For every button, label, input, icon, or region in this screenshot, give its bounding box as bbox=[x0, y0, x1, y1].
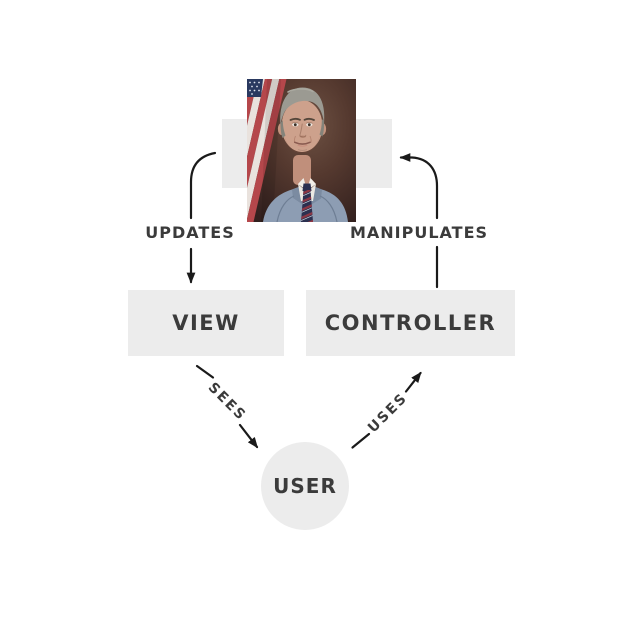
view-node-box: VIEW bbox=[128, 290, 284, 356]
updates-arrow-curve bbox=[189, 151, 217, 220]
controller-node-box: CONTROLLER bbox=[306, 290, 515, 356]
model-portrait-photo-icon bbox=[247, 79, 356, 222]
view-node-label: VIEW bbox=[172, 311, 240, 335]
manipulates-edge-label: MANIPULATES bbox=[349, 223, 489, 242]
manipulates-arrow-curve bbox=[399, 153, 439, 220]
user-node-circle: USER bbox=[261, 442, 349, 530]
controller-node-label: CONTROLLER bbox=[324, 311, 497, 335]
sees-edge-label: SEES bbox=[204, 379, 250, 425]
user-node-label: USER bbox=[273, 474, 337, 498]
updates-edge-label: UPDATES bbox=[145, 223, 235, 242]
uses-edge-label: USES bbox=[364, 389, 412, 437]
